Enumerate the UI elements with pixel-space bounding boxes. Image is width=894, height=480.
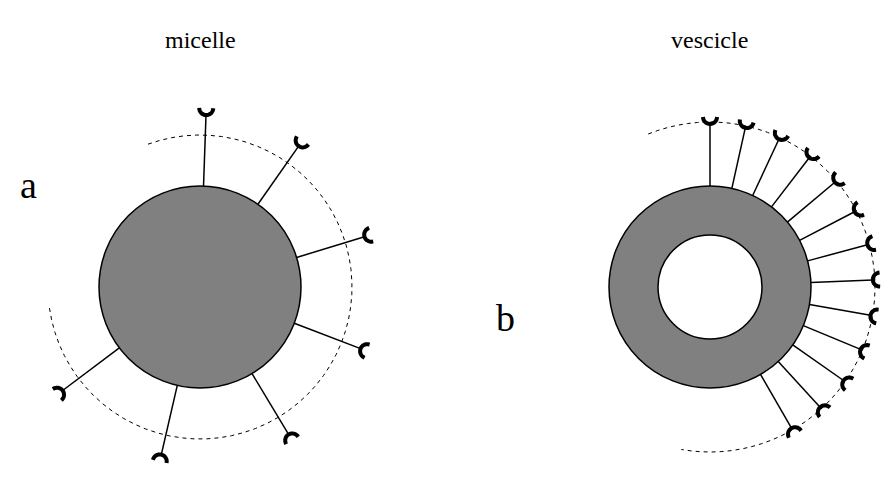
lipid-head (360, 344, 370, 358)
lipid-tail (297, 237, 365, 258)
lipid-tail (732, 128, 745, 189)
lipid-tail (809, 305, 870, 316)
lipid-tail (753, 139, 779, 195)
vesicle-lumen (658, 235, 762, 339)
lipid-head (842, 378, 853, 391)
lipid-head (285, 433, 298, 444)
lipid-tail (808, 245, 868, 261)
lipid-tail (793, 345, 844, 381)
lipid-head (860, 345, 870, 358)
figure-letter: b (496, 299, 515, 337)
lipid-head (199, 108, 213, 115)
dashed-arc (49, 135, 351, 439)
vesicle-shell (609, 186, 811, 388)
lipid-head (807, 148, 820, 159)
lipid-head (788, 427, 801, 437)
lipid-head (775, 130, 788, 140)
dashed-arc (648, 122, 875, 452)
micelle-core (99, 186, 301, 388)
lipid-head (870, 310, 878, 324)
lipid-tail (258, 146, 299, 204)
lipid-tail (761, 374, 792, 428)
lipid-tail (811, 280, 873, 283)
lipid-head (873, 273, 880, 287)
figure-title: vescicle (671, 28, 748, 52)
figure-title: micelle (165, 28, 236, 52)
lipid-tail (771, 158, 809, 207)
lipid-head (740, 120, 754, 129)
vesicle-figure (609, 117, 880, 452)
lipid-tail (252, 374, 289, 435)
lipid-head (818, 405, 830, 417)
lipid-head (53, 388, 64, 401)
lipid-tail (803, 326, 860, 350)
lipid-head (833, 172, 844, 184)
figure-letter: a (20, 166, 37, 204)
lipid-tail (161, 385, 177, 454)
lipid-head (153, 454, 167, 463)
lipid-head (703, 117, 717, 124)
lipid-head (867, 236, 876, 250)
lipid-head (296, 136, 309, 147)
lipid-head (854, 202, 864, 215)
lipid-tail (204, 115, 206, 186)
lipid-tail (787, 182, 834, 222)
micelle-figure (49, 108, 373, 463)
lipid-tail (709, 124, 711, 186)
lipid-tail (63, 348, 120, 391)
lipid-tail (294, 323, 360, 348)
lipid-tail (778, 361, 820, 407)
lipid-head (364, 228, 373, 242)
lipid-tail (800, 212, 855, 241)
